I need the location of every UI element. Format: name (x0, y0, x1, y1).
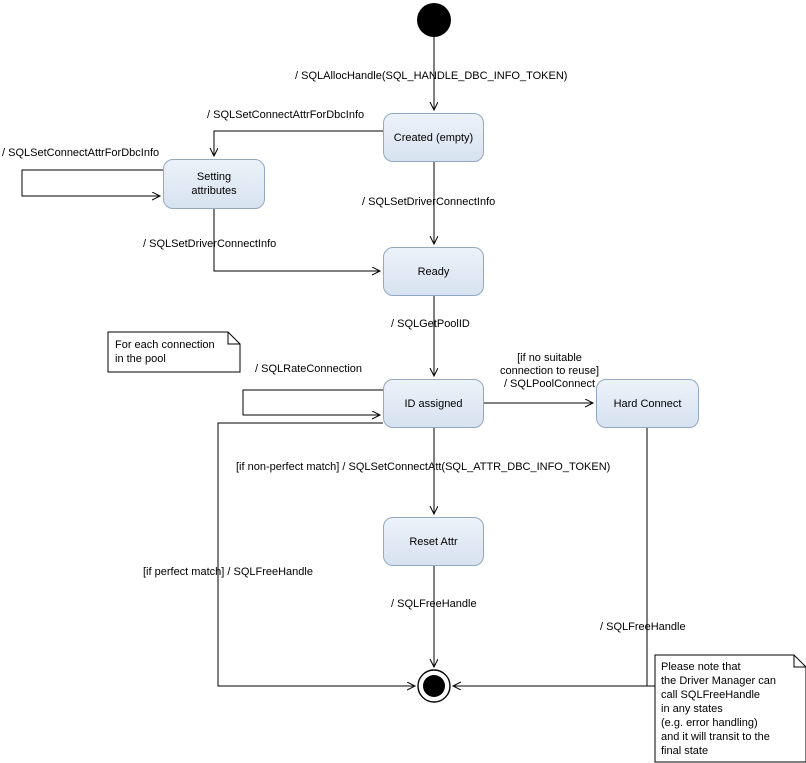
state-id-assigned: ID assigned (383, 379, 484, 428)
note-shape-final (654, 654, 806, 763)
final-state-inner-dot (423, 675, 445, 697)
note-final-line2: the Driver Manager can (661, 675, 776, 687)
note-final-line3: call SQLFreeHandle (661, 689, 761, 701)
note-fold-final (793, 655, 806, 668)
state-hard-connect-label: Hard Connect (613, 397, 682, 410)
label-alloc-handle: / SQLAllocHandle(SQL_HANDLE_DBC_INFO_TOK… (295, 70, 568, 82)
initial-state-icon (417, 3, 451, 37)
state-reset-attr-label: Reset Attr (409, 535, 458, 548)
label-get-pool-id: / SQLGetPoolID (391, 318, 470, 330)
state-hard-connect: Hard Connect (596, 379, 699, 428)
arrow-created-to-setting (214, 130, 383, 156)
note-final-line1: Please note that (661, 661, 741, 673)
state-id-assigned-label: ID assigned (404, 397, 463, 410)
note-pool-line2: in the pool (115, 353, 166, 365)
note-final-text: Please note that the Driver Manager can … (661, 660, 776, 758)
label-free-handle-right: / SQLFreeHandle (600, 621, 686, 633)
state-setting-attributes: Setting attributes (163, 159, 265, 209)
label-pool-connect-group: [if no suitable connection to reuse] / S… (487, 352, 612, 391)
note-fold-pool (227, 332, 240, 345)
label-no-suitable-line1: [if no suitable (517, 352, 582, 364)
note-pool-text: For each connection in the pool (115, 338, 215, 366)
label-perfect-match: [if perfect match] / SQLFreeHandle (143, 566, 313, 578)
note-pool-line1: For each connection (115, 339, 215, 351)
arrow-id-assigned-to-final-perfect-match (217, 422, 415, 686)
state-created-empty: Created (empty) (383, 113, 484, 162)
label-no-suitable-line2: connection to reuse] (499, 365, 600, 377)
note-final-line6: and it will transit to the (661, 731, 770, 743)
note-final-line5: (e.g. error handling) (661, 717, 758, 729)
label-set-connect-attr-self: / SQLSetConnectAttrForDbcInfo (2, 147, 160, 159)
label-free-handle-center: / SQLFreeHandle (391, 598, 477, 610)
label-pool-connect: / SQLPoolConnect (503, 378, 596, 390)
label-non-perfect-match: [if non-perfect match] / SQLSetConnectAt… (236, 461, 611, 473)
label-set-driver-connect-from-created: / SQLSetDriverConnectInfo (362, 196, 496, 208)
state-setting-attributes-label-line1: Setting (196, 171, 232, 183)
state-ready-label: Ready (417, 265, 450, 278)
state-created-empty-label: Created (empty) (393, 131, 474, 144)
state-reset-attr: Reset Attr (383, 517, 484, 566)
label-set-driver-connect-from-setting: / SQLSetDriverConnectInfo (143, 238, 277, 250)
arrow-setting-to-ready (213, 209, 380, 271)
note-final-line4: in any states (661, 703, 723, 715)
state-setting-attributes-label-line2: attributes (191, 185, 237, 197)
note-shape-pool (107, 331, 241, 373)
arrow-id-assigned-self-loop (242, 389, 383, 415)
label-rate-connection: / SQLRateConnection (255, 363, 363, 375)
state-ready: Ready (383, 247, 484, 296)
arrow-setting-self-loop (21, 169, 163, 196)
note-final-line7: final state (661, 745, 709, 757)
label-set-connect-attr-to-setting: / SQLSetConnectAttrForDbcInfo (207, 109, 365, 121)
